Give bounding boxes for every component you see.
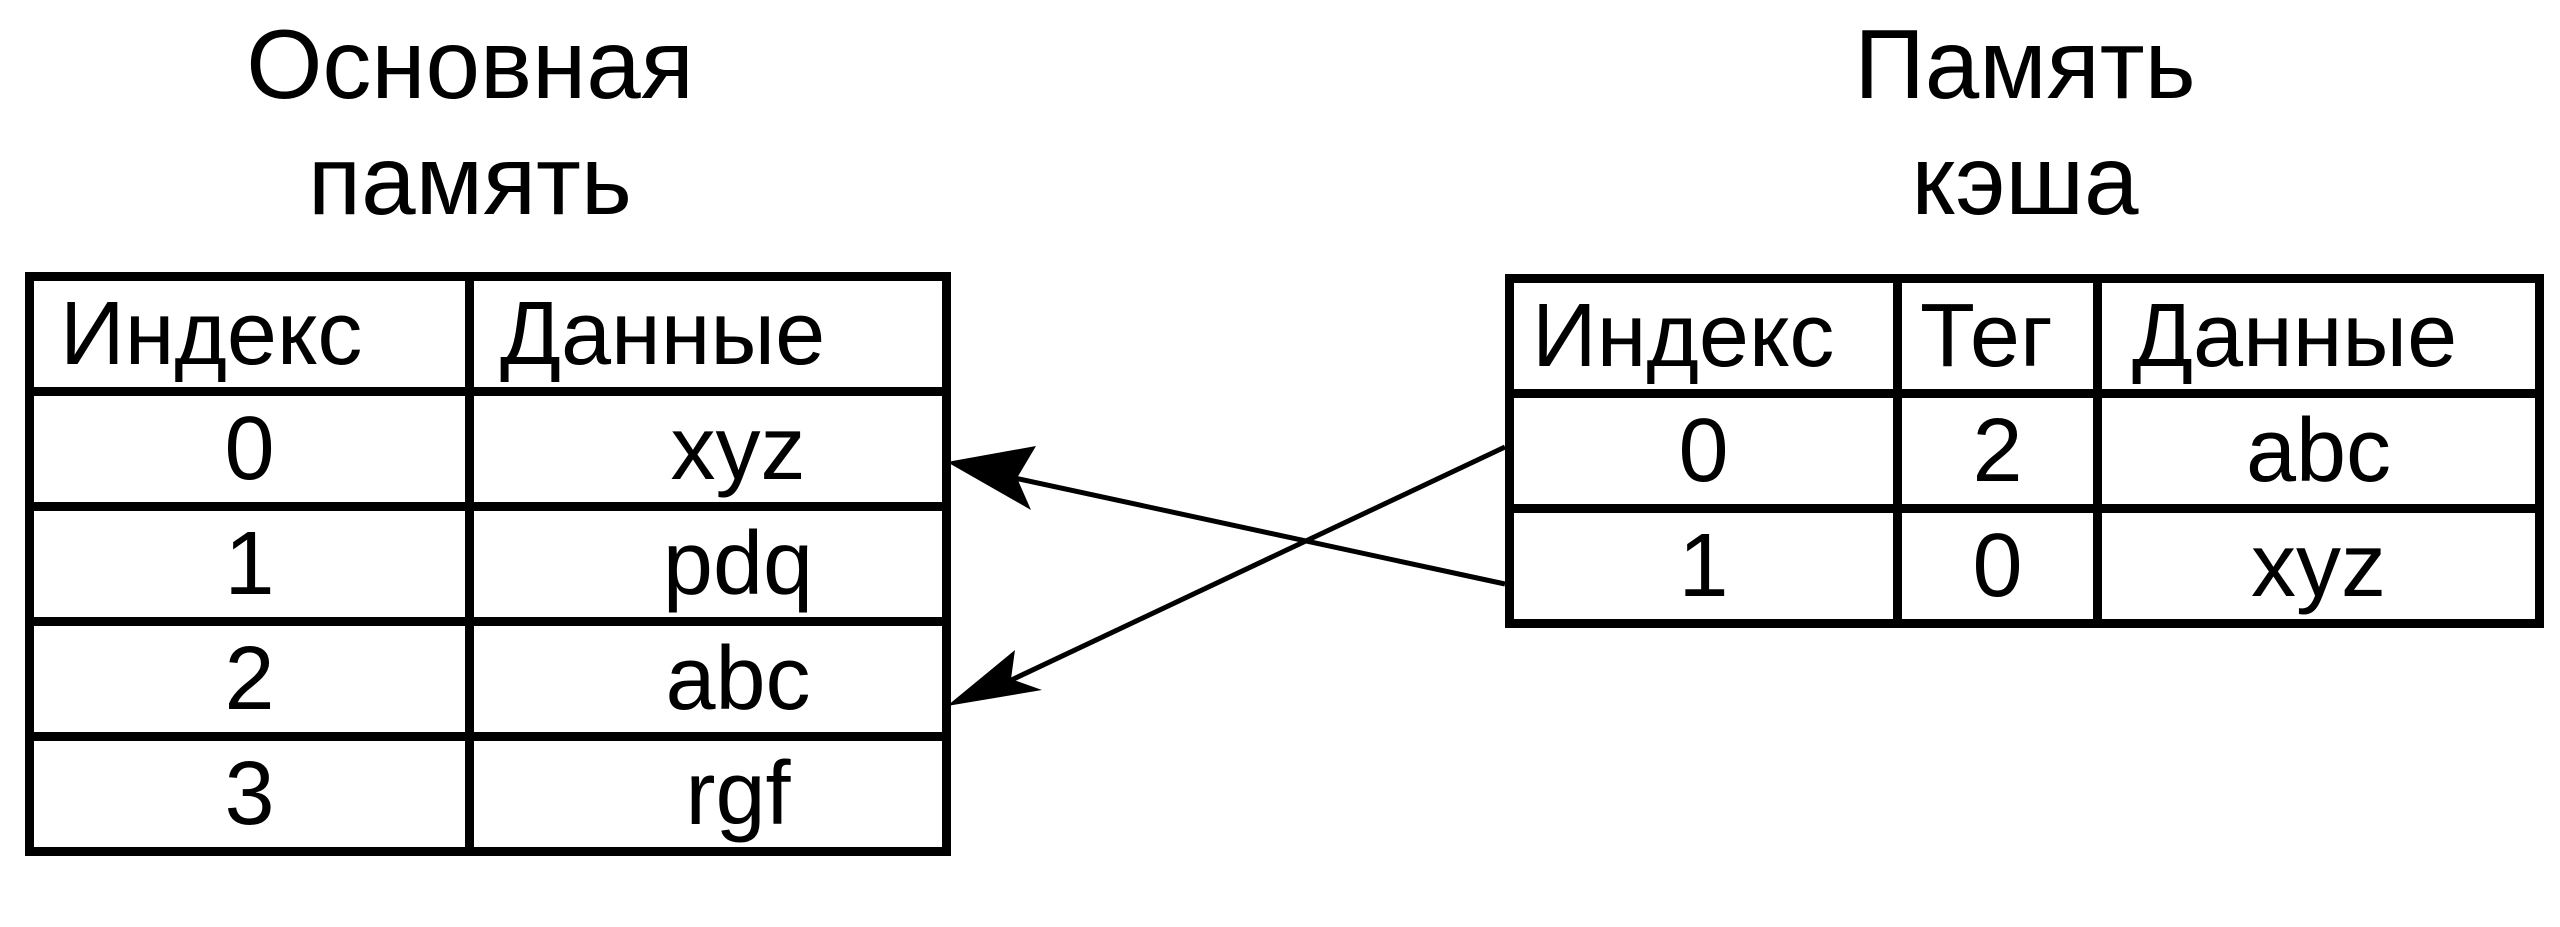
cache-memory-title-line1: Память	[1854, 9, 2196, 119]
main-memory-data-cell: xyz	[465, 387, 951, 511]
cache-memory-data-cell: xyz	[2093, 504, 2544, 628]
main-memory-row: 3 rgf	[25, 732, 951, 856]
main-memory-index-cell: 1	[25, 502, 474, 626]
arrow-line	[1009, 474, 1506, 587]
cache-memory-title: Память кэша	[1500, 6, 2550, 238]
main-memory-header-row: Индекс Данные	[25, 272, 951, 396]
arrowhead-icon	[947, 446, 1036, 510]
cache-memory-row: 0 2 abc	[1505, 389, 2544, 513]
arrow-cache-row1-to-main-index0	[947, 446, 1506, 587]
main-memory-index-cell: 0	[25, 387, 474, 511]
main-memory-row: 2 abc	[25, 617, 951, 741]
cache-memory-row: 1 0 xyz	[1505, 504, 2544, 628]
main-memory-data-cell: rgf	[465, 732, 951, 856]
main-memory-title: Основная память	[30, 6, 910, 238]
main-memory-row: 0 xyz	[25, 387, 951, 511]
main-memory-index-cell: 2	[25, 617, 474, 741]
main-memory-header-index: Индекс	[25, 272, 474, 396]
cache-memory-index-cell: 0	[1505, 389, 1902, 513]
cache-memory-header-data: Данные	[2093, 274, 2544, 398]
arrow-line	[1003, 444, 1507, 686]
cache-memory-title-line2: кэша	[1911, 125, 2139, 235]
main-memory-row: 1 pdq	[25, 502, 951, 626]
cache-memory-header-index: Индекс	[1505, 274, 1902, 398]
main-memory-table: Индекс Данные 0 xyz 1 pdq 2 abc 3 rgf	[25, 272, 951, 856]
arrow-cache-row0-to-main-index2	[947, 444, 1507, 706]
main-memory-index-cell: 3	[25, 732, 474, 856]
cache-memory-header-row: Индекс Тег Данные	[1505, 274, 2544, 398]
main-memory-title-line2: память	[308, 125, 632, 235]
cache-memory-header-tag: Тег	[1893, 274, 2102, 398]
main-memory-header-data: Данные	[465, 272, 951, 396]
main-memory-data-cell: abc	[465, 617, 951, 741]
cache-memory-tag-cell: 2	[1893, 389, 2102, 513]
main-memory-data-cell: pdq	[465, 502, 951, 626]
cache-memory-data-cell: abc	[2093, 389, 2544, 513]
cache-memory-tag-cell: 0	[1893, 504, 2102, 628]
cache-memory-table: Индекс Тег Данные 0 2 abc 1 0 xyz	[1505, 274, 2544, 628]
main-memory-title-line1: Основная	[246, 9, 694, 119]
cache-memory-index-cell: 1	[1505, 504, 1902, 628]
arrowhead-icon	[947, 650, 1042, 706]
